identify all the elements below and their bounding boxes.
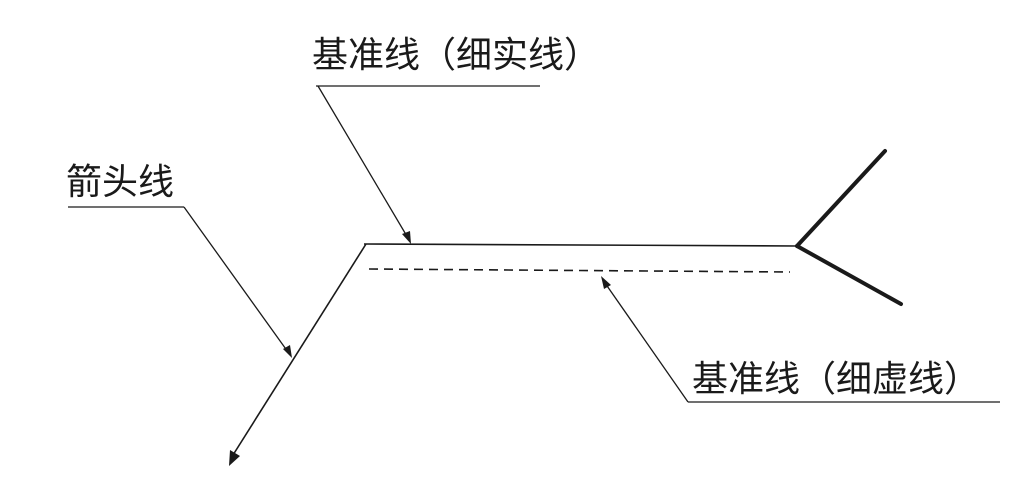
- tail-lower: [795, 244, 903, 306]
- leader-arrowhead-reference-solid: [402, 231, 411, 244]
- tail-upper: [795, 149, 887, 248]
- reference-line-dashed: [368, 268, 791, 273]
- leader-arrowhead-reference-dashed: [601, 276, 611, 289]
- reference-line-solid: [363, 243, 798, 247]
- leader-arrow-line: [183, 206, 289, 353]
- leader-arrowhead-arrow-line: [283, 345, 292, 358]
- leader-reference-dashed: [604, 282, 689, 403]
- label-reference-line-solid: 基准线（细实线）: [312, 35, 600, 76]
- arrow-line: [232, 243, 367, 456]
- leader-reference-solid: [317, 85, 409, 239]
- arrow-line-arrowhead: [229, 450, 240, 466]
- label-reference-line-dashed: 基准线（细虚线）: [692, 359, 980, 400]
- label-arrow-line: 箭头线: [66, 162, 174, 203]
